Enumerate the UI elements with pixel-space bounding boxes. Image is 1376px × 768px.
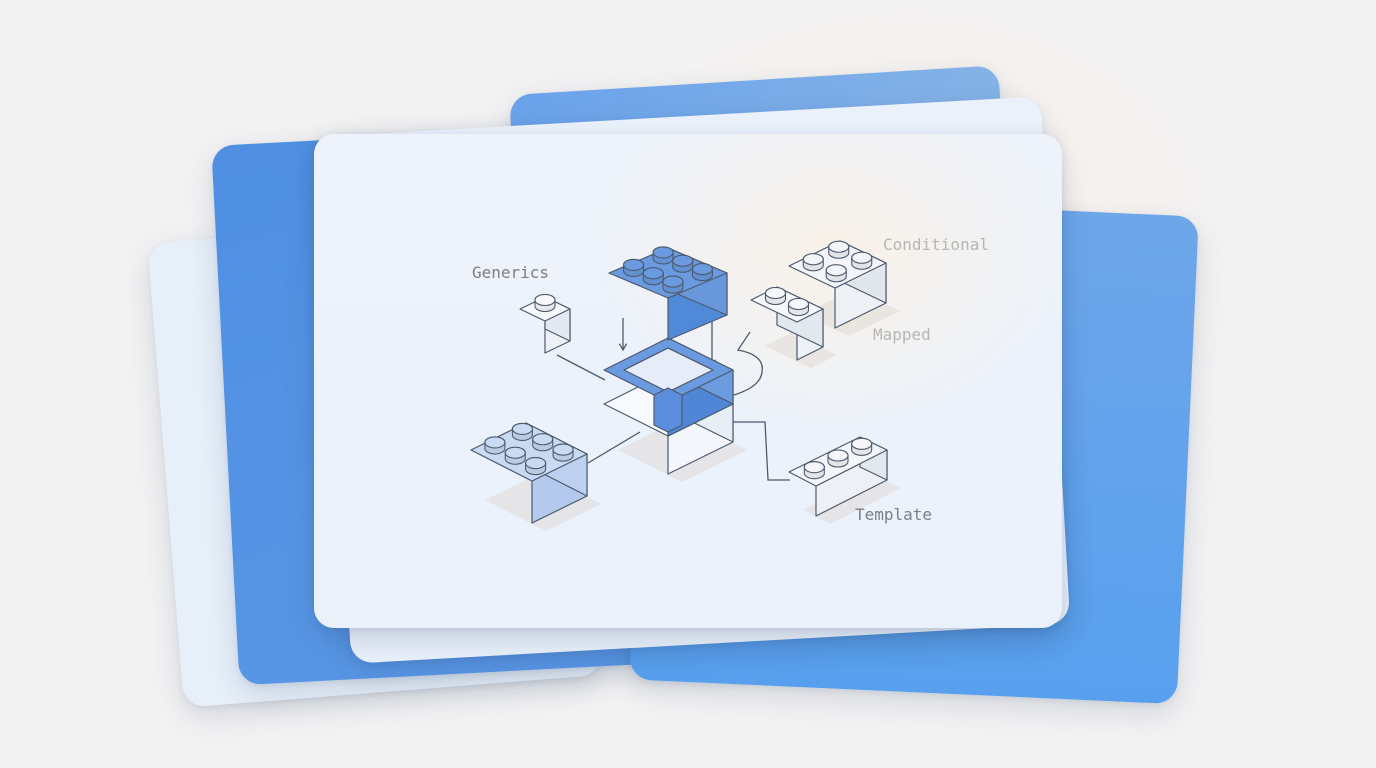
block-stud xyxy=(827,449,849,468)
block-stud xyxy=(851,251,873,270)
block-stud xyxy=(802,253,824,272)
connector-bottom-left xyxy=(587,431,641,464)
block-stud xyxy=(504,446,526,465)
block-stud xyxy=(511,422,533,441)
block-top-blue xyxy=(608,246,728,341)
block-template xyxy=(788,436,901,524)
block-bottom-left xyxy=(470,422,601,531)
block-stud xyxy=(672,254,694,273)
label-generics: Generics xyxy=(472,263,549,282)
block-stud xyxy=(552,443,574,462)
block-generics-cube xyxy=(519,293,571,354)
block-stud xyxy=(484,436,506,455)
block-stud xyxy=(764,286,787,306)
block-conditional xyxy=(788,240,900,336)
label-conditional: Conditional xyxy=(883,235,989,254)
block-stud xyxy=(691,263,713,282)
connector-generics xyxy=(556,354,606,381)
label-mapped: Mapped xyxy=(873,325,931,344)
block-stud xyxy=(787,297,810,317)
block-stud xyxy=(851,437,873,456)
block-stud xyxy=(642,267,664,286)
frame-notch xyxy=(653,387,683,433)
blocks-layer xyxy=(470,240,901,531)
block-stud xyxy=(803,461,825,480)
block-stud xyxy=(825,264,847,283)
block-center-frame xyxy=(603,337,734,437)
block-stud xyxy=(623,258,645,277)
block-mapped xyxy=(750,286,837,368)
block-stud xyxy=(828,240,850,259)
block-stud xyxy=(534,293,556,313)
connector-mapped xyxy=(711,331,763,401)
block-shadow xyxy=(803,475,901,524)
block-stud xyxy=(525,457,547,476)
block-stud xyxy=(532,433,554,452)
block-stud xyxy=(652,246,674,265)
block-stud xyxy=(662,275,684,294)
label-template: Template xyxy=(855,505,932,524)
connector-lines xyxy=(556,318,790,481)
connector-template xyxy=(724,421,790,481)
